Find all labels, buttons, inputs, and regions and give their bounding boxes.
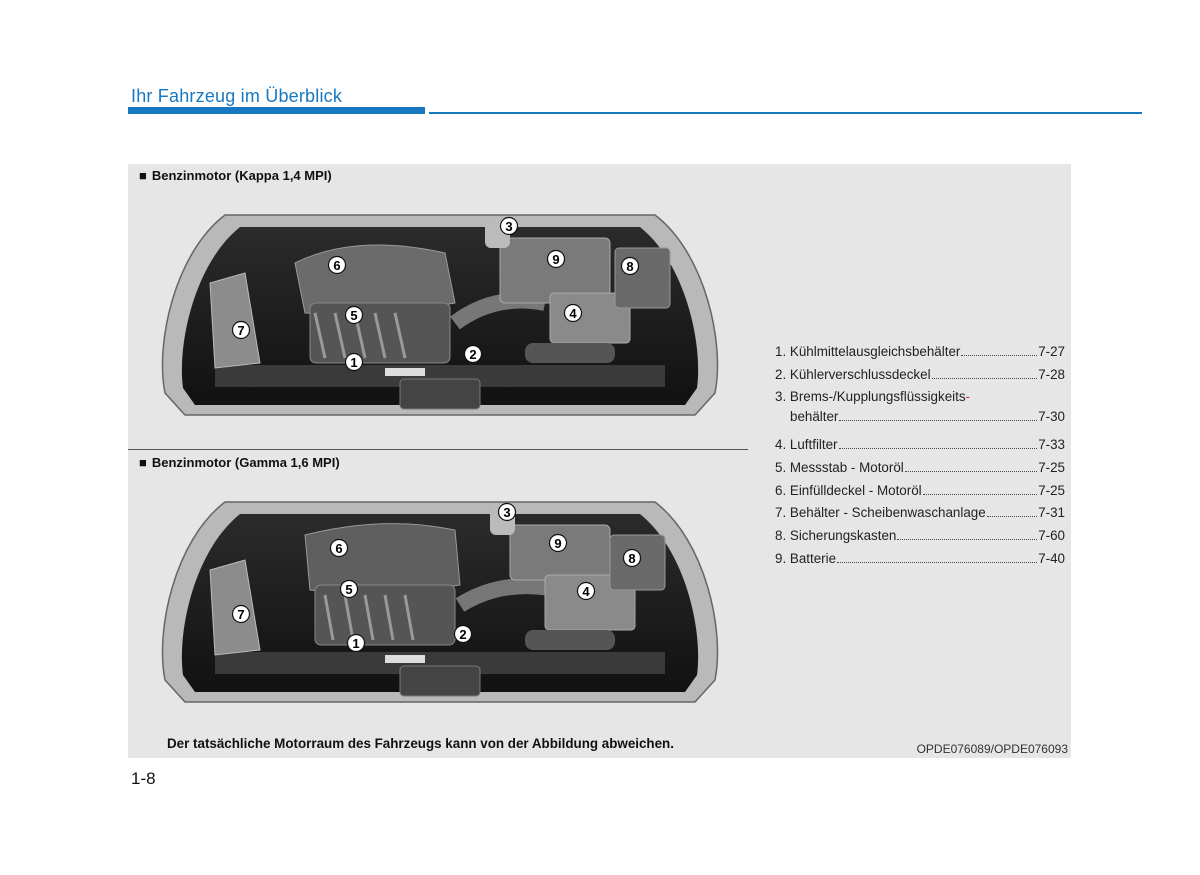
- legend-page: 7-30: [1038, 409, 1065, 425]
- header-rule-thick: [128, 107, 425, 114]
- legend-label: 9. Batterie: [775, 550, 837, 566]
- figure-divider: [128, 449, 748, 450]
- legend-label: 2. Kühlerverschlussdeckel: [775, 366, 931, 382]
- legend-page: 7-60: [1038, 528, 1065, 544]
- callout-2: 2: [459, 627, 466, 642]
- dot-leader: [922, 493, 1038, 495]
- legend-item: 9. Batterie 7-40: [775, 551, 1065, 574]
- callout-5: 5: [345, 582, 352, 597]
- callout-8: 8: [628, 551, 635, 566]
- dot-leader: [839, 420, 1038, 422]
- dot-leader: [904, 471, 1038, 473]
- legend-page: 7-31: [1038, 505, 1065, 521]
- legend-label: 3. Brems-/Kupplungsflüssigkeits: [775, 389, 966, 405]
- legend-page: 7-33: [1038, 437, 1065, 453]
- callout-9: 9: [552, 252, 559, 267]
- callout-5: 5: [350, 308, 357, 323]
- header-rule-thin: [429, 112, 1142, 114]
- legend-label: 4. Luftfilter: [775, 437, 838, 453]
- engine-illustration-kappa: 6 3 9 8 5 4 7 2 1: [155, 193, 725, 421]
- dot-leader: [838, 448, 1038, 450]
- engine-illustration-gamma: 6 3 9 8 5 4 7 2 1: [155, 480, 725, 708]
- callout-3: 3: [505, 219, 512, 234]
- legend-page: 7-25: [1038, 460, 1065, 476]
- legend-label: 7. Behälter - Scheibenwaschanlage: [775, 505, 986, 521]
- legend-item: 6. Einfülldeckel - Motoröl 7-25: [775, 483, 1065, 506]
- callout-1: 1: [352, 636, 359, 651]
- legend-page: 7-27: [1038, 344, 1065, 359]
- legend-page: 7-28: [1038, 366, 1065, 382]
- image-code: OPDE076089/OPDE076093: [916, 742, 1068, 756]
- dot-leader: [931, 377, 1038, 379]
- legend-page: 7-40: [1038, 550, 1065, 566]
- section-title: Ihr Fahrzeug im Überblick: [131, 86, 343, 106]
- figure-heading-text: Benzinmotor (Gamma 1,6 MPI): [151, 455, 340, 470]
- callout-7: 7: [237, 607, 244, 622]
- legend-item: 1. Kühlmittelausgleichsbehälter 7-27: [775, 344, 1065, 367]
- legend-label: 6. Einfülldeckel - Motoröl: [775, 482, 922, 498]
- bullet-square-icon: ■: [139, 455, 147, 470]
- callout-8: 8: [626, 259, 633, 274]
- dot-leader: [897, 539, 1038, 541]
- callout-1: 1: [350, 355, 357, 370]
- legend-label: 1. Kühlmittelausgleichsbehälter: [775, 344, 961, 359]
- legend-label: 8. Sicherungskasten: [775, 528, 897, 544]
- legend-item: 2. Kühlerverschlussdeckel 7-28: [775, 367, 1065, 390]
- figure-heading-kappa: ■ Benzinmotor (Kappa 1,4 MPI): [139, 168, 332, 183]
- figure-heading-text: Benzinmotor (Kappa 1,4 MPI): [151, 168, 332, 183]
- figure-heading-gamma: ■ Benzinmotor (Gamma 1,6 MPI): [139, 455, 340, 470]
- legend-page: 7-25: [1038, 482, 1065, 498]
- legend-hyphen: -: [965, 389, 970, 405]
- page-number: 1-8: [131, 769, 156, 788]
- legend-item: 8. Sicherungskasten 7-60: [775, 528, 1065, 551]
- callout-3: 3: [503, 505, 510, 520]
- legend-label: 5. Messstab - Motoröl: [775, 460, 904, 476]
- callout-2: 2: [469, 347, 476, 362]
- callout-4: 4: [582, 584, 590, 599]
- legend-item: 5. Messstab - Motoröl 7-25: [775, 460, 1065, 483]
- callout-7: 7: [237, 323, 244, 338]
- dot-leader: [961, 355, 1038, 356]
- callout-9: 9: [554, 536, 561, 551]
- bullet-square-icon: ■: [139, 168, 147, 183]
- callout-6: 6: [335, 541, 342, 556]
- legend-item: 3. Brems-/Kupplungsflüssigkeits- behälte…: [775, 389, 1065, 431]
- callout-4: 4: [569, 306, 577, 321]
- disclaimer-text: Der tatsächliche Motorraum des Fahrzeugs…: [167, 736, 674, 751]
- dot-leader: [837, 561, 1038, 563]
- legend-label-continued: behälter: [790, 409, 839, 425]
- legend-item: 4. Luftfilter 7-33: [775, 437, 1065, 460]
- legend-item: 7. Behälter - Scheibenwaschanlage 7-31: [775, 505, 1065, 528]
- dot-leader: [986, 516, 1038, 518]
- callout-6: 6: [333, 258, 340, 273]
- component-legend: 1. Kühlmittelausgleichsbehälter 7-27 2. K…: [775, 344, 1065, 574]
